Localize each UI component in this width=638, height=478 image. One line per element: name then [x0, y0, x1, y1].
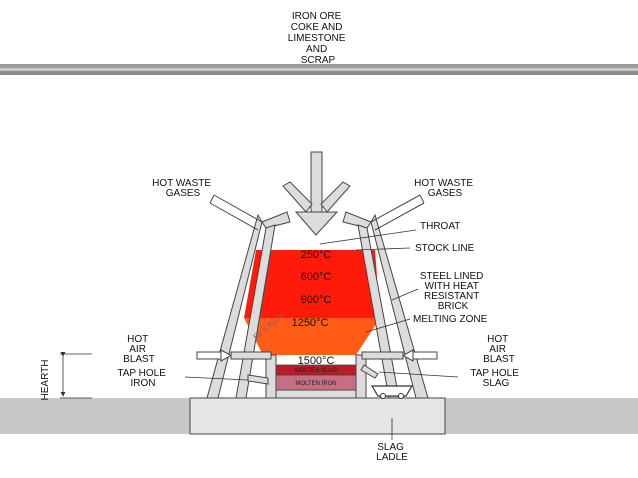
throat-leader: [319, 229, 417, 245]
hot-air-pipe-right: [361, 349, 438, 362]
hot-waste-gases-right-label: HOT WASTE GASES: [414, 178, 476, 199]
temp-600: 600°C: [301, 271, 332, 283]
temp-1500: 1500°C: [298, 355, 335, 367]
ground: [0, 397, 638, 435]
stock-line-label: STOCK LINE: [415, 243, 475, 254]
waste-gas-pipe-right: [370, 194, 425, 231]
tap-hole-slag-spout: [360, 364, 379, 379]
tap-hole-iron-leader: [184, 376, 249, 381]
hot-air-blast-left-label: HOT AIR BLAST: [123, 334, 155, 365]
molten-iron-label: MOLTEN IRON: [295, 381, 336, 387]
molten-iron-layer: [275, 374, 357, 391]
waste-gas-pipe-left: [209, 194, 263, 231]
hearth-wall-left: [265, 354, 277, 399]
temp-1250: 1250°C: [292, 317, 329, 329]
hot-air-blast-right-label: HOT AIR BLAST: [483, 334, 515, 365]
temp-900: 900°C: [301, 294, 332, 306]
slag-ladle: [370, 385, 414, 399]
hearth-wall-right: [355, 354, 367, 399]
tap-hole-iron-spout: [247, 374, 269, 385]
hot-air-pipe-left: [196, 349, 272, 362]
input-materials-label: IRON ORE COKE AND LIMESTONE AND SCRAP: [288, 11, 348, 66]
throat-label: THROAT: [420, 221, 460, 232]
charging-hopper: [282, 151, 351, 236]
stock-line-leader: [355, 247, 411, 251]
temp-250: 250°C: [301, 249, 332, 261]
tap-hole-slag-label: TAP HOLE SLAG: [470, 368, 521, 389]
melting-zone-label: MELTING ZONE: [413, 314, 488, 325]
hearth-label: HEARTH: [40, 360, 51, 401]
hot-waste-gases-left-label: HOT WASTE GASES: [152, 178, 214, 199]
hearth-floor: [275, 389, 357, 399]
steel-lined-label: STEEL LINED WITH HEAT RESISTANT BRICK: [420, 271, 486, 312]
molten-slag-label: MOLTEN SLAG: [295, 368, 338, 374]
steel-lined-leader: [391, 288, 419, 301]
slag-ladle-label: SLAG LADLE: [376, 442, 408, 463]
top-band: [0, 64, 638, 75]
tap-hole-iron-label: TAP HOLE IRON: [117, 368, 168, 389]
hot-zone: [244, 250, 380, 318]
tap-hole-slag-leader: [378, 371, 459, 378]
hearth-marker: [60, 352, 92, 399]
melting-zone: [244, 318, 380, 365]
melting-zone-leader: [365, 318, 411, 333]
